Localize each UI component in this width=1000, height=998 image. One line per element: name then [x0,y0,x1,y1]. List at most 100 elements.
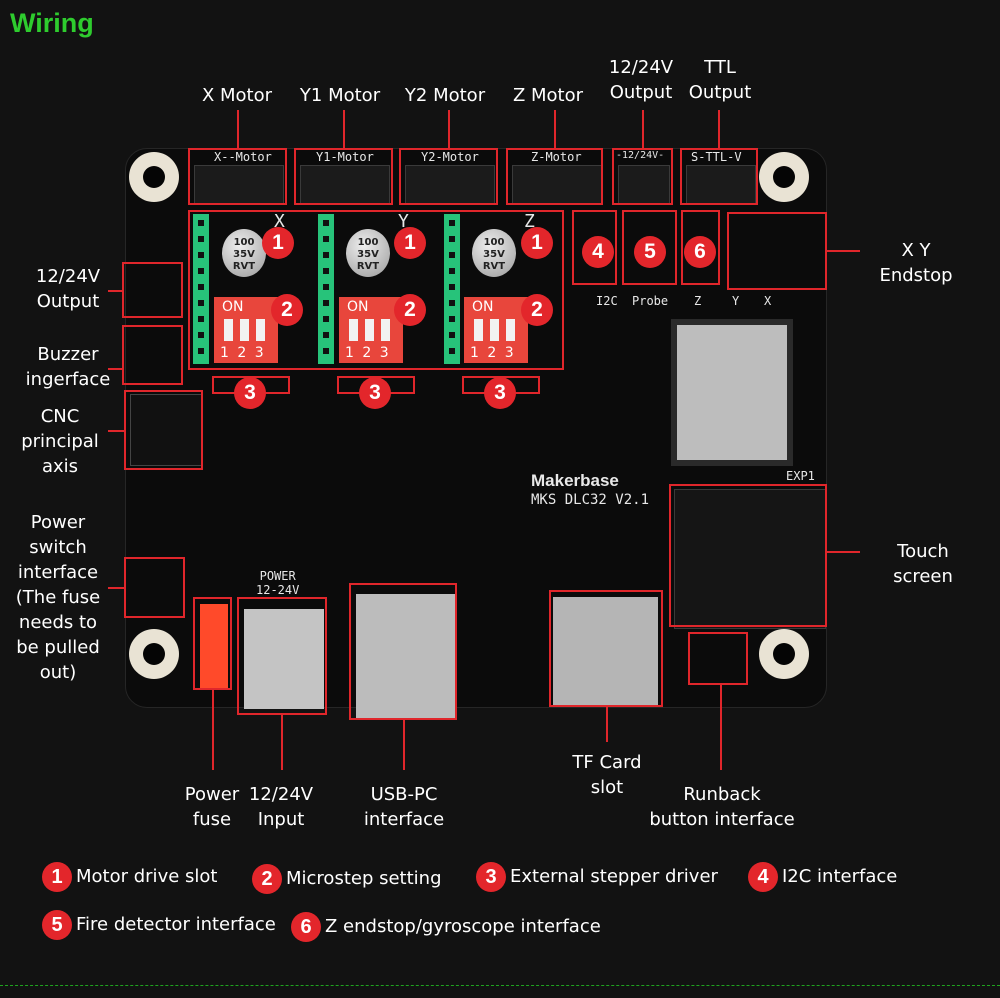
leader-line [281,715,283,770]
leader-line [642,110,644,148]
leader-line [606,707,608,742]
dip-on-label: ON [472,299,494,315]
silk-power: POWER 12-24V [256,569,300,597]
leader-line [403,720,405,770]
y1-motor-box [294,148,393,205]
board-model: MKS DLC32 V2.1 [531,492,650,508]
leader-line [718,110,720,148]
leader-line [827,551,860,553]
board-brand: Makerbase [531,471,619,490]
silk-power-out: -12/24V- [616,150,665,161]
leader-line [554,110,556,148]
silk-i2c: I2C [596,294,618,308]
label-xy-endstop: X Y Endstop [879,240,953,286]
silk-y2-motor: Y2-Motor [421,150,479,164]
legend-text: Microstep setting [286,868,442,889]
label-x-motor: X Motor [201,85,273,106]
tf-card-slot [553,597,658,707]
label-ttl-output: TTL Output [688,57,752,103]
power-input-port [244,609,324,709]
left-power-output-box [122,262,183,318]
silk-x: X [764,294,772,308]
silk-axis-x: X [274,211,285,232]
badge-1: 1 [394,227,426,259]
legend-badge: 2 [252,864,282,894]
badge-3: 3 [359,377,391,409]
label-touch-screen: Touch screen [893,541,953,587]
dip-numbers: 1 2 3 [345,345,391,361]
motor-driver-box [188,210,564,370]
z-endstop-box [681,210,720,285]
legend-badge: 4 [748,862,778,892]
usb-port [356,594,456,719]
leader-line [827,250,860,252]
runback-box [688,632,748,685]
power-out-connector [618,165,670,205]
x-motor-box [188,148,287,205]
exp-connectors [674,489,826,629]
label-power-fuse: Power fuse [184,784,240,830]
buzzer-box [122,325,183,385]
label-spindle: CNC principal axis [21,406,99,477]
fuse-box [193,597,232,690]
z-motor-box [506,148,603,205]
label-buzzer: Buzzer ingerface [25,344,111,390]
y2-motor-box [399,148,498,205]
leader-line [720,685,722,770]
legend-text: Fire detector interface [76,914,276,935]
dip-switch[interactable]: ON 1 2 3 [339,297,403,363]
ttl-connector [686,165,756,205]
capacitor: 100 35V RVT [222,229,266,277]
badge-2: 2 [394,294,426,326]
leader-line [448,110,450,148]
label-runback: Runback button interface [649,784,795,830]
legend-text: Z endstop/gyroscope interface [325,916,601,937]
legend-badge: 6 [291,912,321,942]
i2c-box [572,210,617,285]
legend-text: I2C interface [782,866,898,887]
silk-axis-y: Y [398,211,409,232]
probe-box [622,210,677,285]
divider [0,985,1000,986]
capacitor: 100 35V RVT [346,229,390,277]
label-y1-motor: Y1 Motor [299,85,381,106]
silk-x-motor: X--Motor [214,150,272,164]
dip-switch[interactable]: ON 1 2 3 [464,297,528,363]
z-motor-connector [512,165,602,205]
badge-1: 1 [262,227,294,259]
capacitor: 100 35V RVT [472,229,516,277]
label-y2-motor: Y2 Motor [404,85,486,106]
leader-line [108,587,124,589]
label-power-output: 12/24V Output [608,57,674,103]
silk-exp1: EXP1 [786,469,815,483]
label-z-motor: Z Motor [512,85,584,106]
touch-screen-box [669,484,827,627]
dip-on-label: ON [222,299,244,315]
silk-z: Z [694,294,702,308]
tf-card-box [549,590,663,707]
leader-line [343,110,345,148]
usb-box [349,583,457,720]
label-tf-card: TF Card slot [572,752,642,798]
driver-header [318,214,334,364]
ttl-output-box [680,148,758,205]
fuse [200,604,228,690]
power-input-box [237,597,327,715]
legend-text: Motor drive slot [76,866,218,887]
leader-line [108,368,122,370]
dip-numbers: 1 2 3 [470,345,516,361]
mounting-hole [759,629,809,679]
label-usb-pc: USB-PC interface [363,784,445,830]
page-title: Wiring [10,8,94,38]
dip-on-label: ON [347,299,369,315]
driver-header [444,214,460,364]
silk-y1-motor: Y1-Motor [316,150,374,164]
mounting-hole [759,152,809,202]
power-output-box [612,148,673,205]
